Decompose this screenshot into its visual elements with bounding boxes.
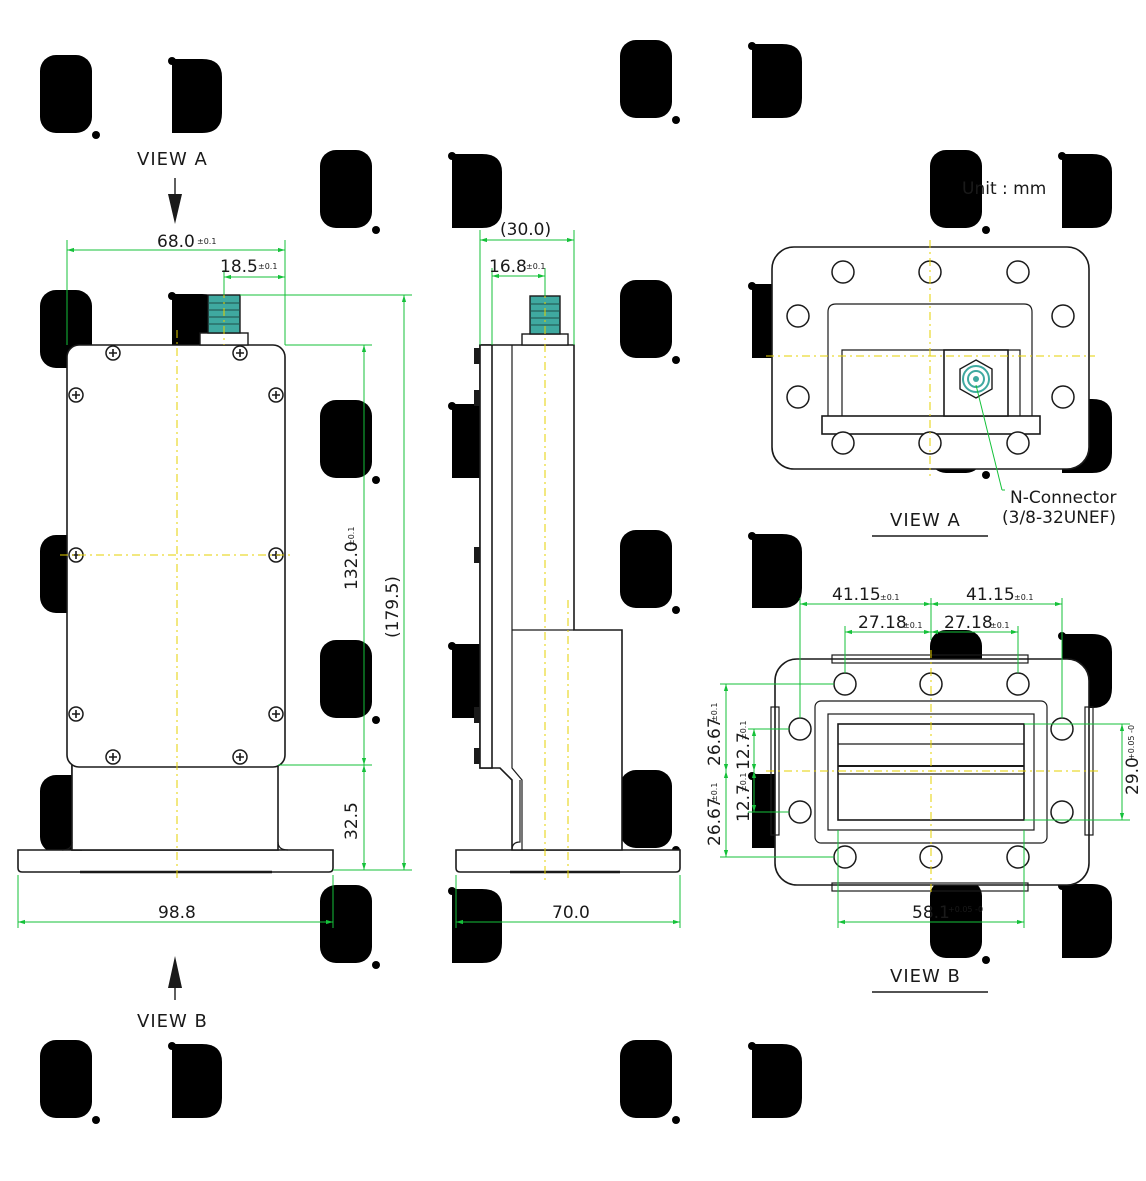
connector-thread: (3/8-32UNEF) xyxy=(1002,508,1116,528)
view-b-arrow-label: VIEW B xyxy=(137,1011,208,1032)
dim-hole-span-left: 41.15 xyxy=(832,585,881,605)
dim-inner-span-left: 27.18 xyxy=(858,613,907,633)
view-a-arrow xyxy=(168,178,182,224)
view-b-arrow xyxy=(168,956,182,1000)
dim-vert-outer-bottom-tol: ±0.1 xyxy=(710,783,719,802)
unit-label: Unit : mm xyxy=(962,179,1046,199)
view-b-dimensions xyxy=(720,598,1130,928)
dim-hole-span-right: 41.15 xyxy=(966,585,1015,605)
dim-aperture-width-tol: +0.05 -0 xyxy=(948,905,983,914)
dim-overall-width-tol: ±0.1 xyxy=(197,237,216,246)
dim-aperture-width: 58.1 xyxy=(912,903,950,923)
dim-side-connector-offset-tol: ±0.1 xyxy=(526,262,545,271)
side-base xyxy=(455,849,681,873)
view-b-title: VIEW B xyxy=(890,966,961,987)
dim-vert-outer-bottom: 26.67 xyxy=(705,797,725,846)
view-a: N-Connector (3/8-32UNEF) VIEW A xyxy=(766,240,1117,537)
side-dimensions xyxy=(455,230,681,928)
front-view: VIEW A xyxy=(17,149,412,1032)
view-a-title: VIEW A xyxy=(890,510,961,531)
dim-vert-inner-bottom-tol: ±0.1 xyxy=(739,773,748,792)
view-a-connector xyxy=(959,359,993,399)
front-dimensions xyxy=(17,240,412,928)
dim-depth: (30.0) xyxy=(500,220,551,240)
view-b: 41.15 ±0.1 41.15 ±0.1 27.18 ±0.1 27.18 ±… xyxy=(705,585,1143,993)
dim-inner-span-left-tol: ±0.1 xyxy=(903,621,922,630)
view-a-arrow-label: VIEW A xyxy=(137,149,208,170)
dim-hole-span-left-tol: ±0.1 xyxy=(880,593,899,602)
dim-overall-width: 68.0 xyxy=(157,232,195,252)
side-view: (30.0) 16.8 ±0.1 70.0 xyxy=(455,220,681,928)
dim-vert-inner-top: 12.7 xyxy=(734,732,754,770)
dim-aperture-height: 29.0 xyxy=(1123,757,1143,795)
dim-vert-outer-top: 26.67 xyxy=(705,717,725,766)
dim-side-base-width: 70.0 xyxy=(552,903,590,923)
dim-body-height-tol: ±0.1 xyxy=(347,527,356,546)
dim-inner-span-right: 27.18 xyxy=(944,613,993,633)
dim-vert-inner-top-tol: ±0.1 xyxy=(739,721,748,740)
dim-vert-inner-bottom: 12.7 xyxy=(734,784,754,822)
dim-base-width: 98.8 xyxy=(158,903,196,923)
front-main-body xyxy=(66,344,286,768)
dim-body-height: 132.0 xyxy=(342,541,362,590)
dim-total-height: (179.5) xyxy=(383,576,403,638)
side-profile xyxy=(479,344,623,851)
dim-aperture-height-tol: +0.05 -0 xyxy=(1127,725,1136,760)
dim-connector-offset-tol: ±0.1 xyxy=(258,262,277,271)
dim-base-height: 32.5 xyxy=(342,802,362,840)
connector-label: N-Connector xyxy=(1010,488,1117,508)
dim-side-connector-offset: 16.8 xyxy=(489,257,527,277)
dim-hole-span-right-tol: ±0.1 xyxy=(1014,593,1033,602)
front-base-plate xyxy=(17,849,334,873)
dim-vert-outer-top-tol: ±0.1 xyxy=(710,703,719,722)
dim-inner-span-right-tol: ±0.1 xyxy=(990,621,1009,630)
dim-connector-offset: 18.5 xyxy=(220,257,258,277)
